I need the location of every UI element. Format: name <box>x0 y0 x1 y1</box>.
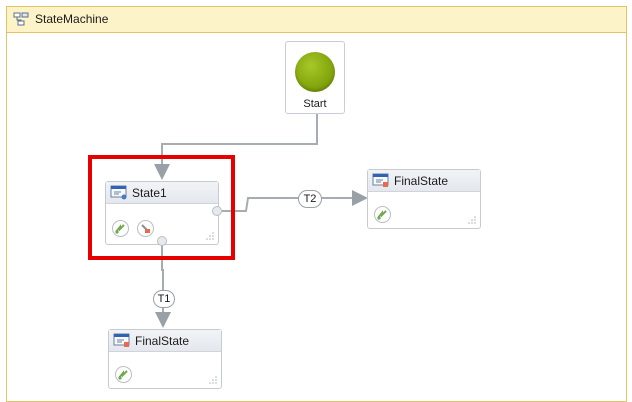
start-label: Start <box>303 98 327 110</box>
state1-right-connector[interactable] <box>212 206 222 216</box>
resize-grip-icon[interactable] <box>206 232 214 240</box>
final-state-bottom-node[interactable]: FinalState <box>108 329 222 389</box>
state1-bottom-connector[interactable] <box>157 236 167 246</box>
final-state-icon <box>372 173 389 187</box>
state1-header: State1 <box>106 182 218 204</box>
final-state-bottom-name: FinalState <box>135 334 190 348</box>
start-node-circle <box>295 52 335 92</box>
final-state-right-node[interactable]: FinalState <box>367 169 481 229</box>
state-icon <box>110 185 127 200</box>
t1-wire <box>155 241 171 328</box>
state-machine-title: StateMachine <box>35 12 109 26</box>
entry-action-icon[interactable] <box>115 366 132 383</box>
state-machine-header[interactable]: StateMachine <box>7 7 626 33</box>
entry-action-icon[interactable] <box>374 206 391 223</box>
final-state-bottom-header: FinalState <box>109 330 221 352</box>
resize-grip-icon[interactable] <box>468 216 476 224</box>
t2-wire <box>222 190 368 212</box>
final-state-icon <box>113 333 130 347</box>
entry-action-icon[interactable] <box>112 220 129 237</box>
final-state-right-name: FinalState <box>394 174 449 188</box>
resize-grip-icon[interactable] <box>209 376 217 384</box>
state1-node[interactable]: State1 <box>105 181 219 245</box>
start-node[interactable]: Start <box>285 41 345 114</box>
state1-name: State1 <box>132 186 167 200</box>
transition-t1-label[interactable]: T1 <box>153 290 175 308</box>
transition-t2-label[interactable]: T2 <box>298 190 322 208</box>
final-state-right-header: FinalState <box>368 170 480 192</box>
state-machine-icon <box>13 12 29 26</box>
start-to-state1-wire <box>154 114 318 180</box>
exit-action-icon[interactable] <box>137 220 154 237</box>
